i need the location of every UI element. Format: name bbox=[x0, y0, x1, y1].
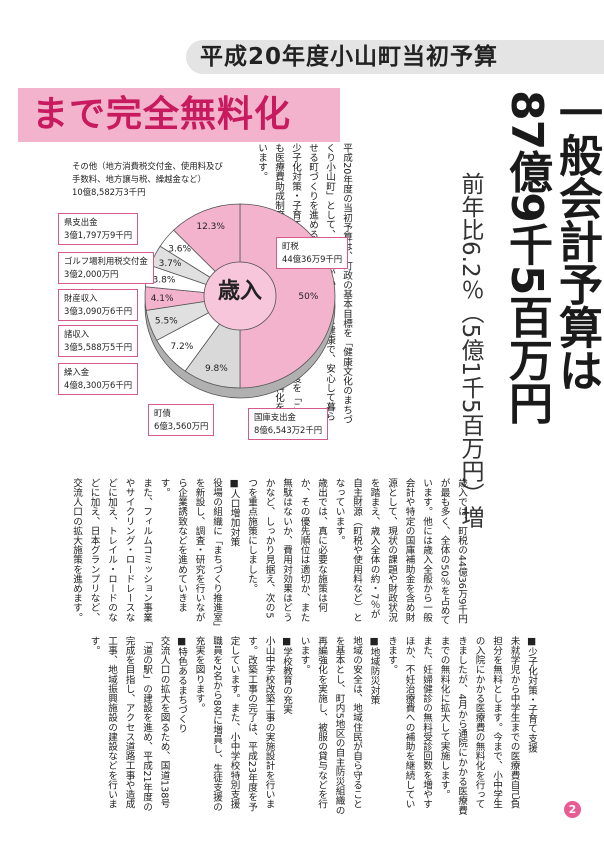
pie-slice-percent: 50% bbox=[298, 292, 318, 302]
year-over-year-comparison: 前年比6.2％（5億1千5百万円）増 bbox=[457, 172, 483, 529]
label-misc: 諸収入 3億5,588万5千円 bbox=[58, 325, 139, 357]
label-transfer: 繰入金 4億8,300万6千円 bbox=[58, 363, 139, 395]
label-national: 国庫支出金 8億6,543万2千円 bbox=[248, 408, 329, 440]
pie-slice-percent: 3.7% bbox=[159, 259, 182, 269]
title-bar bbox=[186, 40, 604, 74]
headline: まで完全無料化 bbox=[32, 94, 292, 135]
pie-slice-percent: 3.6% bbox=[168, 244, 191, 254]
page-number: 2 bbox=[564, 801, 581, 818]
pie-slice-percent: 3.8% bbox=[153, 276, 176, 286]
pie-center-disc bbox=[203, 261, 277, 331]
label-pref: 県支出金 3億1,797万9千円 bbox=[58, 213, 139, 245]
page-title: 平成20年度小山町当初予算 bbox=[200, 44, 499, 70]
pie-slice-percent: 7.2% bbox=[170, 342, 193, 352]
label-property: 財産収入 3億3,090万6千円 bbox=[58, 289, 139, 321]
pie-slice-percent: 4.1% bbox=[151, 294, 174, 304]
body-column-bottom: ■少子化対策・子育て支援 未就学児から中学生までの医療費自己負担分を無料とします… bbox=[88, 636, 538, 815]
headline-background bbox=[18, 88, 340, 142]
body-column-top: 歳入では、町税の44億36万9千円が最も多く、全体の50％を占めています。他には… bbox=[71, 478, 467, 627]
pie-center-title: 歳入 bbox=[218, 279, 262, 304]
label-bonds: 町債 6億3,560万円 bbox=[148, 404, 215, 436]
label-tax: 町税 44億36万9千円 bbox=[276, 237, 349, 269]
pie-slice-percent: 5.5% bbox=[155, 316, 178, 326]
pie-slice-percent: 9.8% bbox=[205, 364, 228, 374]
label-other: その他（地方消費税交付金、使用料及び 手数料、地方譲与税、繰越金など） 10億8… bbox=[72, 161, 223, 197]
label-golf: ゴルフ場利用税交付金 3億2,000万円 bbox=[58, 252, 154, 284]
budget-total-heading: 一般会計予算は87億9千5百万円 bbox=[501, 90, 602, 424]
pie-slice-percent: 12.3% bbox=[196, 222, 225, 232]
